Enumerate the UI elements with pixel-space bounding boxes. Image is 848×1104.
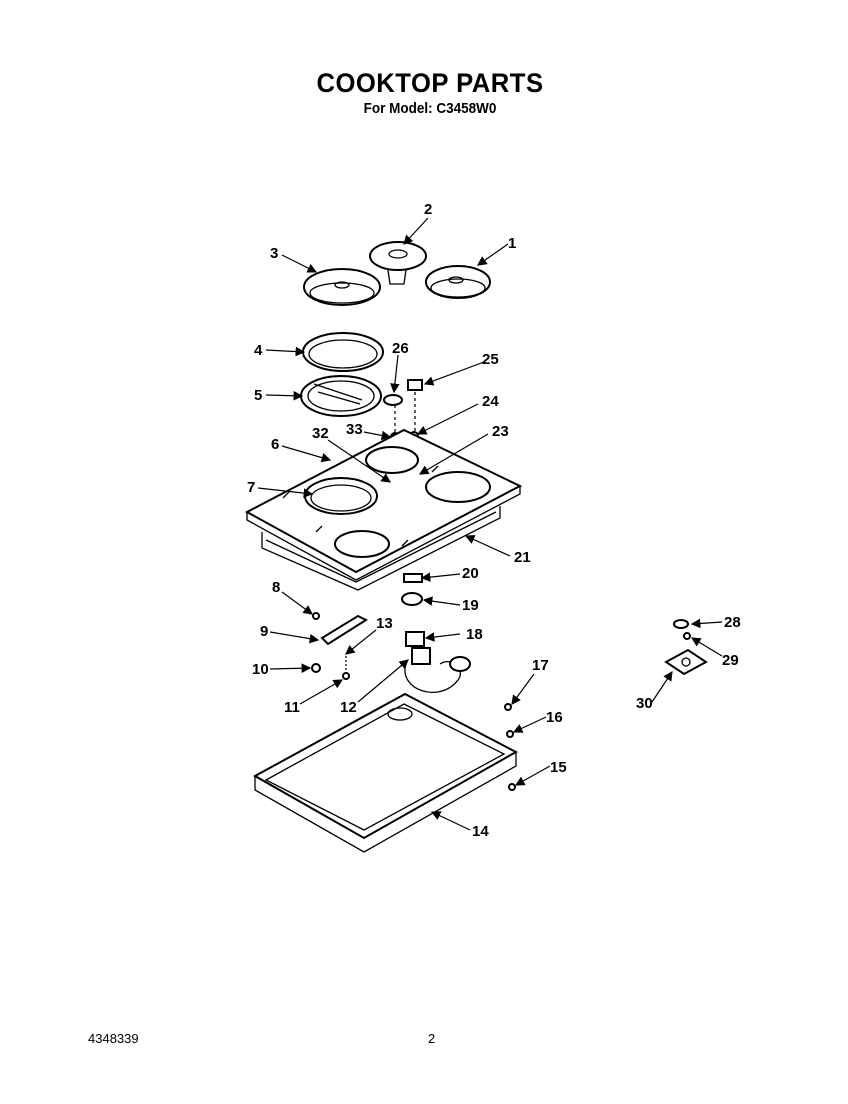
callout-32: 32 bbox=[312, 425, 329, 442]
fitting-25 bbox=[407, 379, 423, 391]
burner-element-7 bbox=[304, 477, 378, 515]
switch-18 bbox=[405, 631, 425, 647]
callout-2: 2 bbox=[424, 201, 432, 218]
callout-23: 23 bbox=[492, 423, 509, 440]
callout-17: 17 bbox=[532, 657, 549, 674]
callout-12: 12 bbox=[340, 699, 357, 716]
washer-29 bbox=[683, 632, 691, 640]
burner-plate bbox=[302, 332, 384, 372]
connector-13 bbox=[449, 656, 471, 672]
nut-10 bbox=[311, 663, 321, 673]
screw-8 bbox=[312, 612, 320, 620]
leader-lines bbox=[257, 217, 723, 831]
screw-17 bbox=[504, 703, 512, 711]
callout-9: 9 bbox=[260, 623, 268, 640]
callout-13: 13 bbox=[376, 615, 393, 632]
callout-25: 25 bbox=[482, 351, 499, 368]
document-number: 4348339 bbox=[88, 1031, 139, 1046]
callout-18: 18 bbox=[466, 626, 483, 643]
callout-10: 10 bbox=[252, 661, 269, 678]
burner-cap-right bbox=[425, 265, 491, 299]
callout-20: 20 bbox=[462, 565, 479, 582]
callout-30: 30 bbox=[636, 695, 653, 712]
burner-ring-element bbox=[300, 375, 382, 417]
cooktop-frame bbox=[261, 506, 501, 591]
callout-15: 15 bbox=[550, 759, 567, 776]
callout-14: 14 bbox=[472, 823, 489, 840]
callout-21: 21 bbox=[514, 549, 531, 566]
callout-3: 3 bbox=[270, 245, 278, 262]
model-subtitle: For Model: C3458W0 bbox=[363, 100, 497, 117]
callout-7: 7 bbox=[247, 479, 255, 496]
callout-24: 24 bbox=[482, 393, 499, 410]
valve-12 bbox=[411, 647, 431, 665]
bracket-20 bbox=[403, 573, 423, 583]
bottom-pan bbox=[252, 692, 519, 853]
callout-33: 33 bbox=[346, 421, 363, 438]
bracket-9 bbox=[320, 614, 369, 646]
screw-16 bbox=[506, 730, 514, 738]
cooktop-top bbox=[244, 428, 523, 581]
screw-15 bbox=[508, 783, 516, 791]
fitting-26 bbox=[383, 394, 403, 406]
page-title: COOKTOP PARTS bbox=[316, 68, 544, 98]
callout-6: 6 bbox=[271, 436, 279, 453]
callout-29: 29 bbox=[722, 652, 739, 669]
page-number: 2 bbox=[428, 1031, 436, 1046]
callout-labels: 1 2 3 4 5 6 7 8 9 10 11 12 13 14 15 16 1… bbox=[247, 201, 741, 840]
callout-16: 16 bbox=[546, 709, 563, 726]
callout-11: 11 bbox=[284, 699, 300, 716]
callout-8: 8 bbox=[272, 579, 280, 596]
callout-19: 19 bbox=[462, 597, 479, 614]
knob-28 bbox=[673, 619, 689, 629]
plate-30 bbox=[664, 648, 708, 676]
callout-1: 1 bbox=[508, 235, 516, 252]
callout-28: 28 bbox=[724, 614, 741, 631]
burner-cap-small bbox=[369, 241, 427, 285]
callout-5: 5 bbox=[254, 387, 262, 404]
callout-26: 26 bbox=[392, 340, 409, 357]
burner-cap-left bbox=[303, 268, 381, 306]
callout-4: 4 bbox=[254, 342, 263, 359]
spring-19 bbox=[401, 592, 423, 606]
